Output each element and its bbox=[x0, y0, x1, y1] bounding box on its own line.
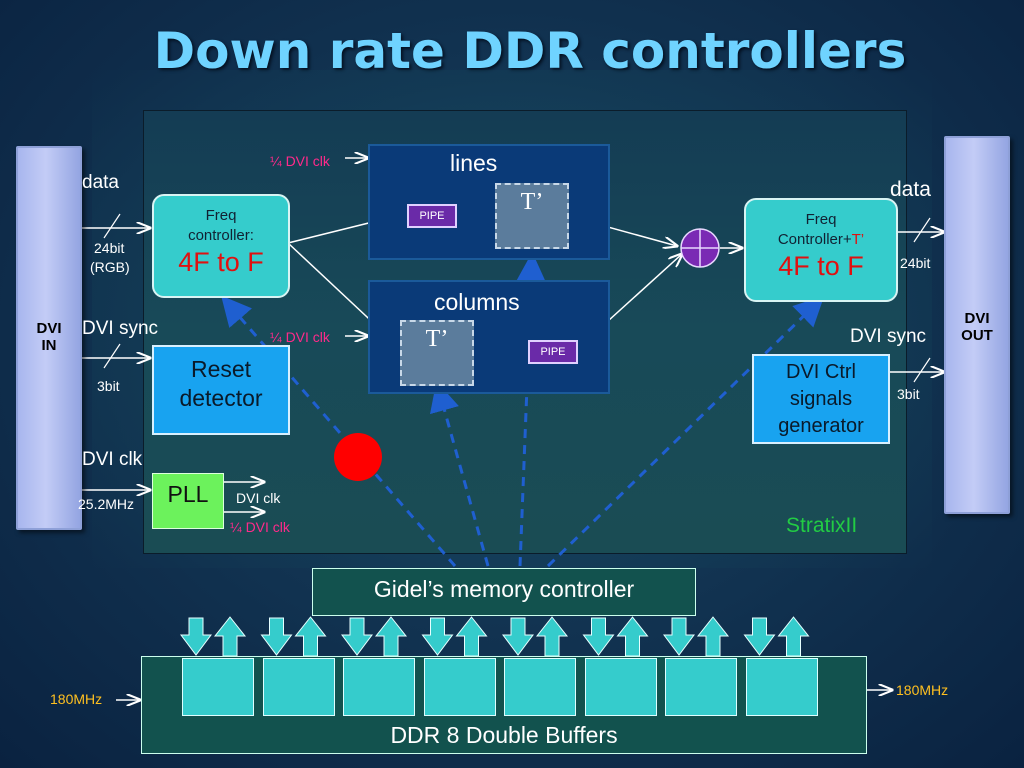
sync-out-label: DVI sync bbox=[850, 326, 927, 347]
ddr-buffer bbox=[745, 658, 818, 716]
down-arrow bbox=[341, 617, 373, 656]
pll-out-dvi-clk: DVI clk bbox=[236, 490, 281, 506]
memory-controller: Gidel’s memory controller bbox=[312, 568, 696, 616]
lines-pipe: PIPE bbox=[407, 204, 457, 228]
ddr-buffer bbox=[182, 658, 254, 716]
down-arrow bbox=[663, 617, 695, 656]
down-arrow bbox=[743, 617, 776, 656]
data-out-label: data bbox=[890, 178, 931, 201]
ddr-buffer bbox=[423, 658, 496, 716]
bus-slash bbox=[103, 213, 121, 239]
pll-block: PLL bbox=[152, 473, 224, 529]
ddr-buffer bbox=[343, 658, 415, 716]
dvi-out-bar: DVI OUT bbox=[944, 136, 1010, 514]
ddr-buffer bbox=[262, 658, 335, 716]
lines-title: lines bbox=[450, 150, 498, 176]
ddr-clk-out: 180MHz bbox=[896, 682, 949, 698]
data-bits: 24bit bbox=[94, 240, 125, 256]
columns-clk-label: ¼ DVI clk bbox=[270, 329, 330, 345]
sync-in-label: DVI sync bbox=[82, 318, 159, 339]
reset-detector: Reset detector bbox=[152, 345, 290, 435]
freq-controller-in: Freq controller: 4F to F bbox=[152, 194, 290, 298]
up-arrow bbox=[455, 616, 488, 657]
down-arrow bbox=[582, 617, 615, 656]
data-out-bits: 24bit bbox=[900, 255, 931, 271]
dvi-out-label: DVI OUT bbox=[961, 310, 993, 344]
red-dot bbox=[334, 433, 382, 481]
sync-out-bits: 3bit bbox=[897, 386, 920, 402]
up-arrow bbox=[696, 616, 730, 657]
dvi-ctrl-generator: DVI Ctrl signals generator bbox=[752, 354, 890, 444]
bus-slash bbox=[103, 343, 121, 369]
lines-clk-label: ¼ DVI clk bbox=[270, 153, 330, 169]
data-in-label: data bbox=[82, 172, 119, 193]
stratix-label: StratixII bbox=[786, 514, 858, 537]
clk-freq: 25.2MHz bbox=[78, 496, 135, 512]
columns-t-prime: T’ bbox=[400, 320, 474, 386]
up-arrow bbox=[535, 616, 569, 657]
dvi-in-bar: DVI IN bbox=[16, 146, 82, 530]
freq-controller-out: Freq Controller+T’ 4F to F bbox=[744, 198, 898, 302]
sync-bits: 3bit bbox=[97, 378, 120, 394]
ddr-clk-in: 180MHz bbox=[50, 691, 103, 707]
down-arrow bbox=[421, 617, 454, 656]
down-arrow bbox=[260, 617, 293, 656]
up-arrow bbox=[213, 616, 247, 657]
up-arrow bbox=[777, 616, 810, 657]
pll-out-quarter-clk: ¼ DVI clk bbox=[230, 519, 290, 535]
lines-t-prime: T’ bbox=[495, 183, 569, 249]
columns-title: columns bbox=[434, 289, 520, 315]
down-arrow bbox=[180, 617, 212, 656]
up-arrow bbox=[374, 616, 408, 657]
columns-pipe: PIPE bbox=[528, 340, 578, 364]
up-arrow bbox=[294, 616, 327, 657]
clk-in-label: DVI clk bbox=[82, 449, 143, 470]
ddr-buffer bbox=[584, 658, 657, 716]
data-format: (RGB) bbox=[90, 259, 130, 275]
down-arrow bbox=[502, 617, 534, 656]
ddr-label: DDR 8 Double Buffers bbox=[390, 722, 618, 748]
ddr-buffer bbox=[665, 658, 737, 716]
dvi-in-label: DVI IN bbox=[36, 320, 62, 354]
lines-block bbox=[368, 144, 610, 260]
up-arrow bbox=[616, 616, 649, 657]
ddr-buffer bbox=[504, 658, 576, 716]
